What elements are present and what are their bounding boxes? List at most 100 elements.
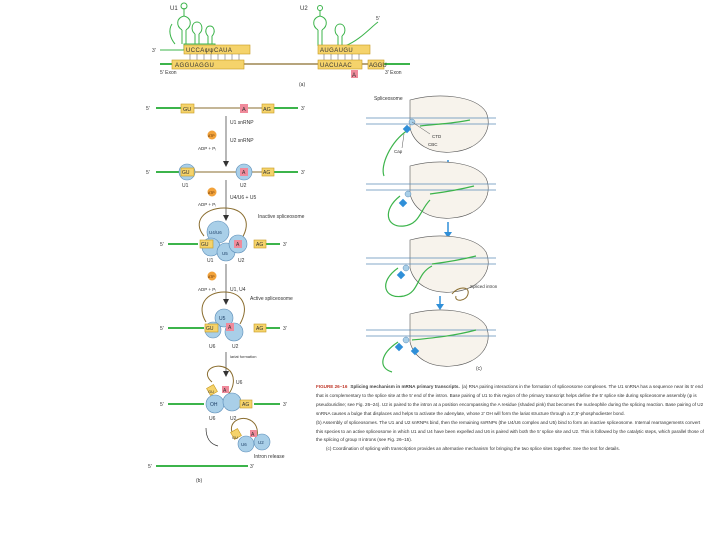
row4-a: A xyxy=(228,325,232,331)
row1-five: 5' xyxy=(146,106,150,112)
cbc-label: CBC xyxy=(428,142,438,147)
caption-label: FIGURE 26–16 xyxy=(316,384,348,389)
atp-icon-2 xyxy=(207,187,217,197)
u1-three-prime: 3' xyxy=(152,48,156,54)
row5-u2: U2 xyxy=(230,416,237,422)
three-prime-site-sequence: AGGU xyxy=(369,63,387,69)
row2-ag: AG xyxy=(263,170,270,176)
atp-label-1: ATP xyxy=(208,134,215,138)
caption-part-b: (b) Assembly of spliceosomes. The U1 and… xyxy=(316,419,708,446)
row2-u1: U1 xyxy=(182,183,189,189)
panel-b-label: (b) xyxy=(196,478,202,484)
panel-c: Spliceosome CTD CBC Cap xyxy=(366,95,498,373)
row4-gu: GU xyxy=(206,326,214,332)
row4-u5: U5 xyxy=(219,316,226,322)
row3-three: 3' xyxy=(283,242,287,248)
branch-site-box xyxy=(317,59,363,70)
row7-five: 5' xyxy=(148,464,152,470)
five-prime-exon-label: 5' Exon xyxy=(160,70,177,76)
spliced-intron-loop xyxy=(451,287,469,301)
panel-a-label: (a) xyxy=(299,82,305,88)
row3-u2: U2 xyxy=(238,258,245,264)
row2-a: A xyxy=(242,170,246,176)
step-arrow-5 xyxy=(205,427,219,447)
row3-u1: U1 xyxy=(207,258,214,264)
row2-five: 5' xyxy=(146,170,150,176)
pol2-stage-2 xyxy=(366,161,496,227)
panel-c-arrow-2-head xyxy=(444,232,452,238)
step-arrow-1-head xyxy=(223,161,229,167)
atp-icon-1 xyxy=(207,130,217,140)
row5-u6: U6 xyxy=(236,380,243,386)
row6-u6: U6 xyxy=(241,442,247,447)
branch-a: A xyxy=(352,73,356,79)
row2-three: 3' xyxy=(301,170,305,176)
row5-u6-bottom: U6 xyxy=(209,416,216,422)
transcript-u1-u2-bound xyxy=(156,163,298,181)
u2-sequence: AUGAUGU xyxy=(320,48,353,54)
u4u6u5-label: U4/U6 + U5 xyxy=(230,195,256,201)
u2-sequence-box xyxy=(317,44,371,55)
row3-u4u6: U4/U6 xyxy=(209,230,222,235)
atp-label-3: ATP xyxy=(208,275,215,279)
row1-gu: GU xyxy=(183,107,191,113)
row5-gu: GU xyxy=(208,389,214,394)
adp-label-3: ADP + Pᵢ xyxy=(198,287,216,292)
row7-three: 3' xyxy=(250,464,254,470)
step-arrow-4-head xyxy=(223,371,229,377)
adp-label-1: ADP + Pᵢ xyxy=(198,146,216,151)
intron-release-label: Intron release xyxy=(254,454,285,460)
caption-title: Splicing mechanism in mRNA primary trans… xyxy=(350,384,460,389)
atp-label-2: ATP xyxy=(208,191,215,195)
u1-sequence: UCCAψψCAUA xyxy=(186,48,232,54)
row3-five: 5' xyxy=(160,242,164,248)
row5-a: A xyxy=(223,388,227,394)
pol2-stage-4 xyxy=(366,309,496,373)
branch-site-sequence: UACUAAC xyxy=(320,63,352,69)
intron-release xyxy=(230,418,271,453)
row5-three: 3' xyxy=(283,402,287,408)
row3-u5: U5 xyxy=(222,251,228,256)
inactive-spliceosome xyxy=(168,207,280,262)
row1-a: A xyxy=(242,107,246,113)
u1-snrna-structure xyxy=(160,2,216,51)
row1-ag: AG xyxy=(263,107,271,113)
active-label: Active spliceosome xyxy=(250,296,293,302)
caption-text-a: (a) RNA pairing interactions in the form… xyxy=(316,384,704,416)
row4-five: 5' xyxy=(160,326,164,332)
row6-u2: U2 xyxy=(258,440,264,445)
u2-label: U2 xyxy=(300,6,308,12)
row4-u2: U2 xyxy=(232,344,239,350)
five-prime-site-sequence: AGGUAGGU xyxy=(175,63,214,69)
five-prime-site-box xyxy=(171,59,245,70)
row3-a: A xyxy=(236,242,240,248)
row5-ag: AG xyxy=(242,402,249,408)
adp-label-2: ADP + Pᵢ xyxy=(198,202,216,207)
base-pair-ticks xyxy=(189,54,360,60)
row1-three: 3' xyxy=(301,106,305,112)
u1-label: U1 xyxy=(170,6,178,12)
u1-sequence-box xyxy=(183,44,251,55)
caption-text-b: (b) Assembly of spliceosomes. The U1 and… xyxy=(316,419,704,443)
ctd-label: CTD xyxy=(432,134,442,139)
caption-part-c: (c) Coordination of splicing with transc… xyxy=(326,445,708,454)
row2-gu: GU xyxy=(182,170,190,176)
row5-five: 5' xyxy=(160,402,164,408)
row4-ag: AG xyxy=(256,326,263,332)
transcript-initial xyxy=(156,103,298,114)
panel-c-arrow-3-head xyxy=(436,304,444,310)
row3-ag: AG xyxy=(256,242,263,248)
spliced-intron-label: Spliced intron xyxy=(470,284,498,289)
row2-u2: U2 xyxy=(240,183,247,189)
row4-u6: U6 xyxy=(209,344,216,350)
step-arrow-2-head xyxy=(223,215,229,221)
lariat-formation-label: lariat formation xyxy=(230,354,256,359)
row3-gu: GU xyxy=(201,242,209,248)
u2-snrnp-label: U2 snRNP xyxy=(230,138,254,144)
panel-b: 5' 3' GU A AG U1 snRNP ATP U2 snRNP ADP … xyxy=(146,103,305,484)
caption-text-c: (c) Coordination of splicing with transc… xyxy=(326,446,620,452)
panel-a: U1 U2 5' UCCAψψCAUA 3' AUGAUGU xyxy=(152,2,410,88)
pol2-stage-3 xyxy=(366,235,496,298)
